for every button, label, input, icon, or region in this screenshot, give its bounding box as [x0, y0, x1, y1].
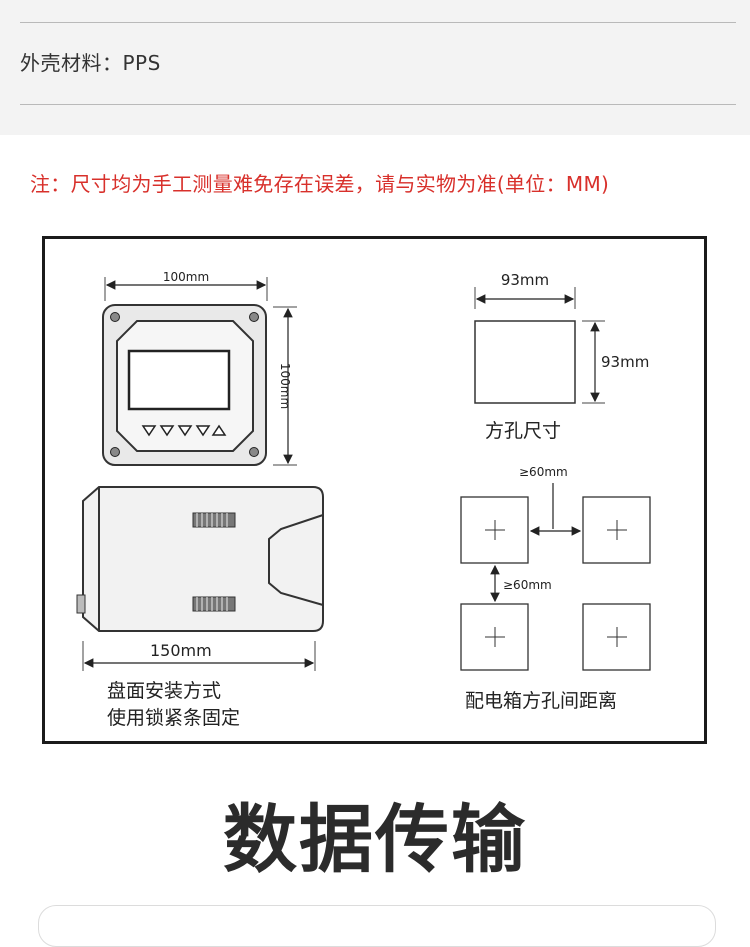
side-length-dimension: 150mm 盘面安装方式 使用锁紧条固定 [82, 641, 316, 729]
screw-hole [110, 447, 120, 457]
next-card [38, 905, 716, 947]
spacing-v-label: ≥60mm [503, 578, 552, 592]
locking-strip [192, 512, 236, 528]
side-length-label: 150mm [150, 641, 212, 660]
front-height-label: 100mm [278, 363, 292, 409]
dimension-diagram: 100mm 100mm [42, 236, 707, 744]
instrument-side-view [76, 486, 324, 632]
key-icons [141, 424, 227, 437]
spec-value: PPS [122, 51, 161, 75]
box-caption: 配电箱方孔间距离 [465, 690, 617, 712]
diagram-drawing: 100mm 100mm [76, 270, 651, 729]
spec-label: 外壳材料： [20, 51, 123, 75]
screw-hole [249, 312, 259, 322]
hole-caption: 方孔尺寸 [485, 420, 561, 442]
spec-row-material: 外壳材料：PPS [20, 47, 161, 76]
front-width-dimension: 100mm [104, 270, 268, 301]
spec-panel: 外壳材料：PPS [0, 0, 750, 135]
screw-hole [249, 447, 259, 457]
divider [20, 104, 736, 105]
front-width-label: 100mm [163, 270, 209, 284]
front-height-dimension: 100mm [273, 306, 297, 466]
instrument-front-view [102, 304, 267, 466]
hole-width-label: 93mm [501, 271, 549, 289]
hole-spacing-layout: ≥60mm ≥60mm 配电箱方孔间距离 [460, 465, 651, 712]
locking-strip [192, 596, 236, 612]
screw-hole [110, 312, 120, 322]
divider [20, 22, 736, 23]
mount-caption-2: 使用锁紧条固定 [107, 707, 240, 729]
panel-hole [474, 320, 576, 404]
section-title: 数据传输 [223, 797, 527, 883]
spacing-h-label: ≥60mm [519, 465, 568, 479]
measurement-note: 注：尺寸均为手工测量难免存在误差，请与实物为准(单位：MM) [30, 172, 610, 196]
hole-height-label: 93mm [601, 353, 649, 371]
panel-hole-dimension: 93mm 93mm 方孔尺寸 [474, 271, 649, 442]
display-screen [127, 349, 231, 411]
mount-caption-1: 盘面安装方式 [107, 680, 221, 702]
